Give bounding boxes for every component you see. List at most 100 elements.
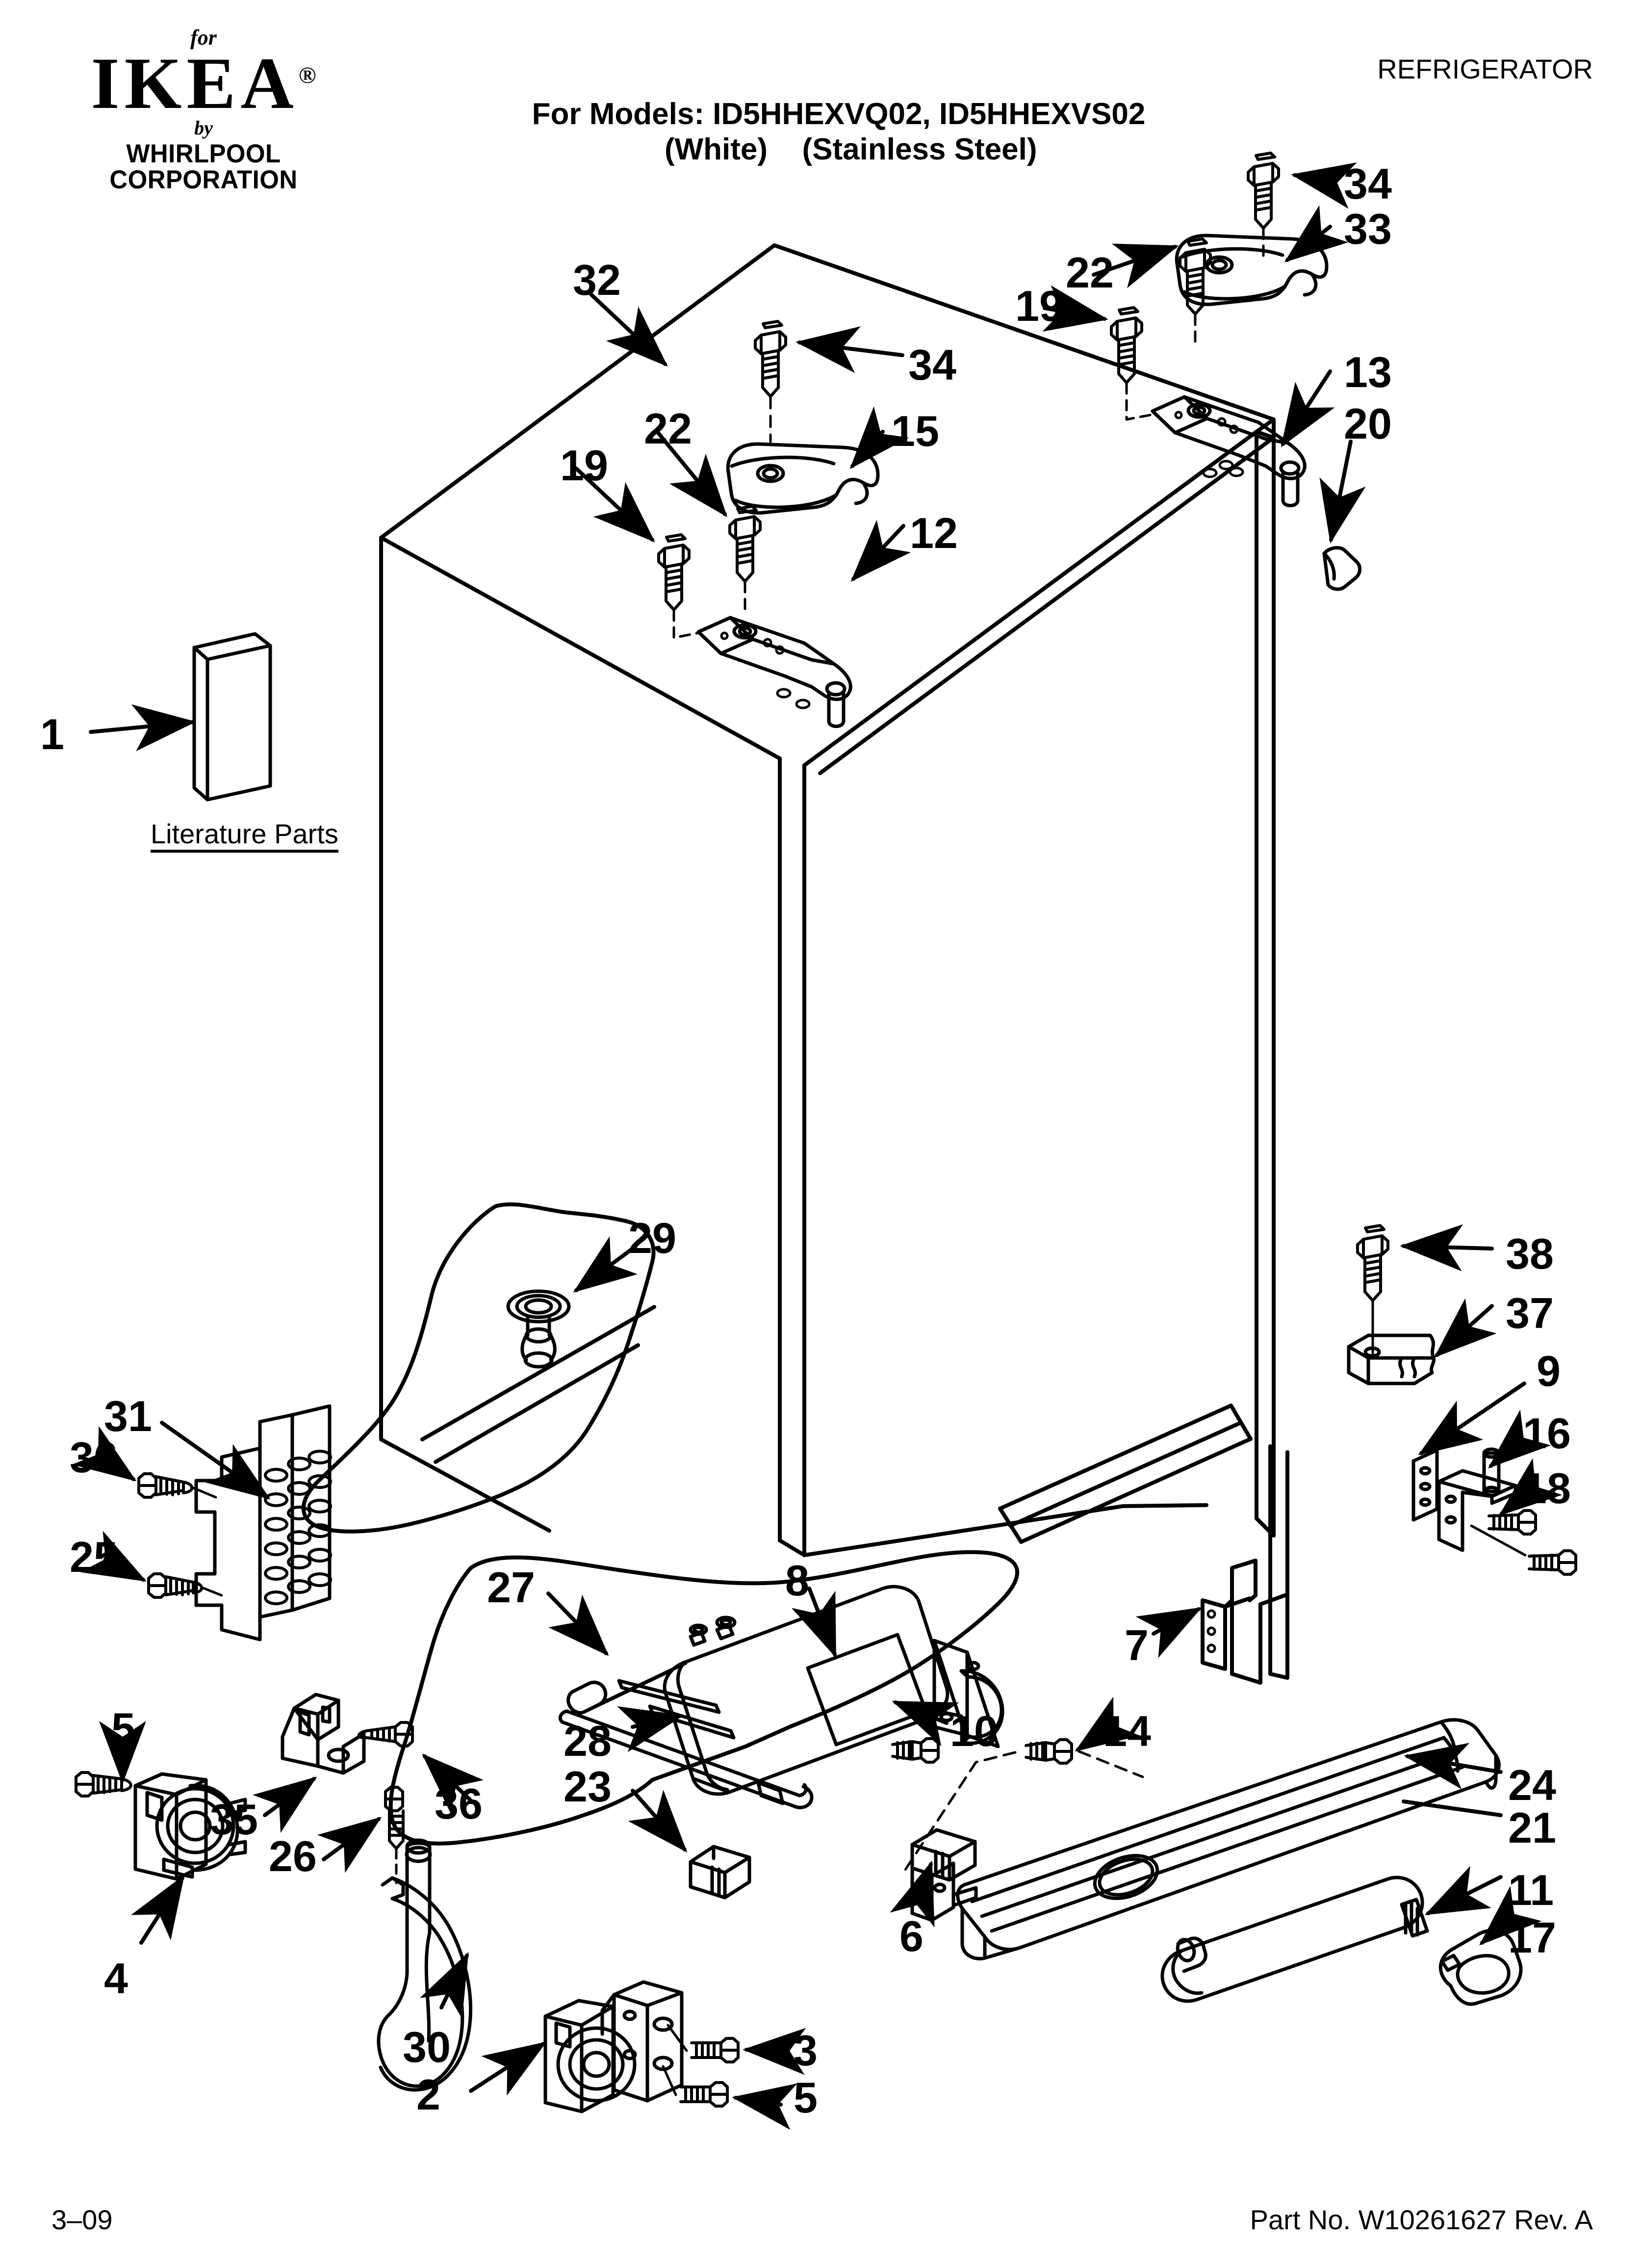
axis-25 [201,1586,223,1597]
leader-7 [1135,1607,1203,1658]
ikea-wordmark: IKEA® [91,47,316,120]
leader-14 [1075,1696,1140,1752]
axis-14 [901,1751,1017,1876]
callout-number-23: 23 [564,1762,612,1811]
part-access-panel-31 [194,1404,333,1642]
leader-36a [72,1426,137,1482]
leader-3 [743,2028,806,2075]
leader-21 [1402,1799,1503,1817]
part-screw-housing [891,1737,940,1764]
callout-number-10: 10 [950,1707,998,1755]
leader-38 [1400,1224,1494,1272]
leader-22-center [655,430,728,518]
callout-number-7: 7 [1125,1621,1149,1669]
part-screw-38 [1356,1224,1389,1302]
leader-28 [617,1706,684,1752]
callout-number-33: 33 [1344,205,1392,253]
leader-37 [1434,1298,1497,1358]
part-screw-14 [1025,1738,1073,1765]
callout-number-14: 14 [1103,1707,1151,1755]
part-screw-36b [357,1721,414,1747]
callout-number-29: 29 [628,1214,676,1262]
leader-2 [469,2041,547,2096]
leader-34-right [1291,162,1357,209]
page-title: For Models: ID5HHEXVQ02, ID5HHEXVS02 (Wh… [490,98,1187,165]
callout-number-18: 18 [1523,1464,1571,1512]
callout-number-22t: 22 [644,404,692,453]
part-screw-5b [679,2081,729,2108]
leader-11 [1424,1866,1503,1915]
finish-stainless-label: (Stainless Steel) [802,132,1037,166]
leader-16 [1488,1409,1551,1469]
cabinet-mounting-holes [776,460,1244,709]
part-screw-3 [690,2037,740,2063]
logo-by-text: by [194,117,213,139]
leader-22-right [1092,243,1179,288]
callout-number-5a: 5 [111,1704,135,1752]
axis-14b [1078,1750,1144,1778]
leader-5b [732,2083,797,2130]
finish-white-label: (White) [664,132,768,166]
callout-number-38: 38 [1506,1229,1554,1278]
leader-8 [791,1587,837,1658]
part-filter-housing-8 [663,1585,1004,1796]
logo-for-text: for [190,26,217,50]
callout-number-6: 6 [899,1912,924,1960]
leader-26 [317,1817,382,1873]
callout-number-15: 15 [891,407,939,455]
axis-18 [1470,1524,1527,1557]
part-hinge-bracket-16 [1437,1447,1517,1552]
leader-9 [1418,1382,1526,1456]
part-screw-34-center [754,320,787,398]
part-filter-cartridge-11 [1160,1876,1429,2003]
part-hinge-bracket-12 [696,616,852,728]
callout-number-34t: 34 [908,340,956,389]
leader-10 [892,1700,959,1747]
leader-36b [422,1753,484,1814]
foam-outline-upper [301,1202,656,1534]
callout-number-36b: 36 [435,1779,483,1828]
part-screw-18a [1488,1509,1537,1536]
callout-number-19r: 19 [1015,282,1063,330]
axis-3 [667,2024,688,2052]
callout-number-12: 12 [910,509,958,557]
callout-number-11: 11 [1508,1866,1554,1914]
foam-outline-lower [388,1550,1020,1846]
callout-number-3: 3 [794,2026,818,2075]
part-roller-assembly-2 [543,1980,684,2113]
callout-number-4: 4 [104,1954,128,2003]
registered-trademark-icon: ® [298,62,316,88]
callout-number-31: 31 [104,1392,152,1440]
finish-line: (White) (Stainless Steel) [490,133,1187,166]
leader-29 [573,1236,638,1293]
part-cabinet [379,243,1289,1685]
leader-17 [1479,1886,1542,1946]
part-screw-19-center [657,533,691,611]
leader-18 [1498,1458,1563,1516]
leader-1 [89,704,196,752]
axis-36a [191,1486,217,1499]
callout-number-5b: 5 [794,2073,818,2122]
leader-6 [890,1860,935,1928]
leader-13 [1281,369,1335,447]
part-literature-booklet [192,632,272,802]
part-hinge-shim-37 [1347,1333,1436,1385]
part-toe-grille-21 [956,1718,1501,1960]
part-screw-22-center [728,505,762,583]
leader-31 [160,1421,271,1500]
part-plug-20 [1322,546,1361,591]
document-type-label: REFRIGERATOR [1377,53,1593,84]
leader-15 [849,406,909,469]
leader-19-right [1042,285,1108,332]
part-hinge-cover-15 [726,442,880,515]
callout-number-16: 16 [1523,1409,1571,1458]
callout-number-27: 27 [487,1563,535,1612]
callout-number-17: 17 [1508,1913,1556,1962]
part-drain-hose-30 [377,1838,472,2092]
part-roller-4 [133,1772,247,1881]
part-screw-18b [1528,1549,1577,1576]
callout-number-24: 24 [1508,1761,1556,1809]
callout-number-19t: 19 [560,441,608,490]
literature-parts-caption: Literature Parts [151,820,338,853]
leader-35 [252,1776,317,1833]
